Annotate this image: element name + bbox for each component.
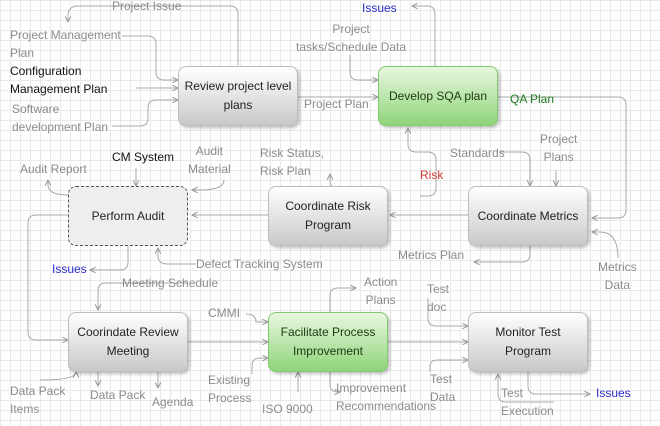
- label-qa-plan: QA Plan: [510, 92, 555, 106]
- label-project-plans: Project Plans: [540, 132, 578, 164]
- edge-metrics-plan: [474, 246, 531, 262]
- node-coordinate-risk-program[interactable]: Coordinate Risk Program: [268, 186, 388, 246]
- label-existing-process: Existing Process: [208, 373, 252, 405]
- label-test-data: Test Data: [430, 372, 456, 404]
- node-perform-audit[interactable]: Perform Audit: [68, 186, 188, 246]
- edge-tasks: [349, 55, 378, 80]
- edge-test-data: [429, 360, 468, 372]
- label-issues-top: Issues: [362, 1, 397, 15]
- label-agenda: Agenda: [152, 395, 194, 409]
- edge-existing: [251, 358, 268, 374]
- edge-metrics-data: [592, 232, 619, 259]
- label-metrics-plan: Metrics Plan: [398, 248, 465, 262]
- label-config-plan: Configuration Management Plan: [10, 64, 108, 96]
- label-improvement-recommendations: Improvement Recommendations: [336, 381, 437, 413]
- edge-audit-issues: [90, 246, 129, 270]
- edge-test-doc: [427, 298, 468, 326]
- node-facilitate-process-improvement[interactable]: Facilitate Process Improvement: [268, 312, 388, 372]
- label-project-issue: Project Issue: [112, 0, 182, 13]
- label-action-plans: Action Plans: [364, 275, 398, 307]
- node-coordinate-review-meeting[interactable]: Coorindate Review Meeting: [68, 312, 188, 372]
- label-meeting-schedule: Meeting Schedule: [122, 276, 219, 290]
- edge-pm-plan: [122, 35, 178, 80]
- label-test-execution: Test Execution: [501, 386, 554, 418]
- label-risk: Risk: [420, 168, 444, 182]
- edge-standards: [500, 151, 530, 186]
- label-issues-left: Issues: [52, 262, 87, 276]
- label-project-plan: Project Plan: [304, 97, 369, 111]
- node-coordinate-metrics[interactable]: Coordinate Metrics: [468, 186, 588, 246]
- label-defect-tracking: Defect Tracking System: [196, 257, 323, 271]
- edge-data-pack-items: [39, 372, 76, 381]
- label-test-doc: Test doc: [427, 282, 450, 314]
- edge-test-exec: [498, 374, 554, 403]
- edge-issues-top: [412, 6, 436, 66]
- label-pm-plan: Project Management Plan: [10, 28, 121, 60]
- node-review-project-plans[interactable]: Review project level plans: [178, 66, 298, 126]
- label-issues-right: Issues: [596, 386, 631, 400]
- label-data-pack-items: Data Pack Items: [10, 384, 66, 416]
- label-cm-system: CM System: [112, 150, 175, 164]
- edge-action-plans: [329, 288, 356, 312]
- edge-audit-report: [48, 180, 69, 196]
- edge-sw-plan: [112, 100, 178, 127]
- edge-project-issue: [68, 5, 239, 65]
- node-monitor-test-program[interactable]: Monitor Test Program: [468, 312, 588, 372]
- label-data-pack: Data Pack: [90, 388, 146, 402]
- edge-issues-right: [527, 372, 590, 394]
- edge-risk-sqa: [408, 128, 437, 197]
- edge-cmmi: [245, 313, 268, 322]
- label-risk-status: Risk Status, Risk Plan: [260, 146, 325, 178]
- label-audit-material: Audit Material: [188, 144, 231, 176]
- label-iso-9000: ISO 9000: [262, 402, 313, 416]
- label-tasks-schedule: Project tasks/Schedule Data: [296, 22, 407, 54]
- label-cmmi: CMMI: [208, 306, 240, 320]
- label-standards: Standards: [450, 146, 505, 160]
- node-develop-sqa-plan[interactable]: Develop SQA plan: [378, 66, 498, 126]
- edge-audit-to-meeting: [27, 214, 68, 340]
- edge-audit-material: [192, 179, 225, 190]
- label-sw-plan: Software development Plan: [12, 102, 109, 134]
- edge-qa-plan: [498, 96, 627, 218]
- edge-improvement: [329, 372, 340, 392]
- label-metrics-data: Metrics Data: [598, 260, 637, 292]
- edge-meeting-schedule: [98, 282, 188, 310]
- edge-defect: [158, 248, 196, 265]
- label-audit-report: Audit Report: [20, 162, 87, 176]
